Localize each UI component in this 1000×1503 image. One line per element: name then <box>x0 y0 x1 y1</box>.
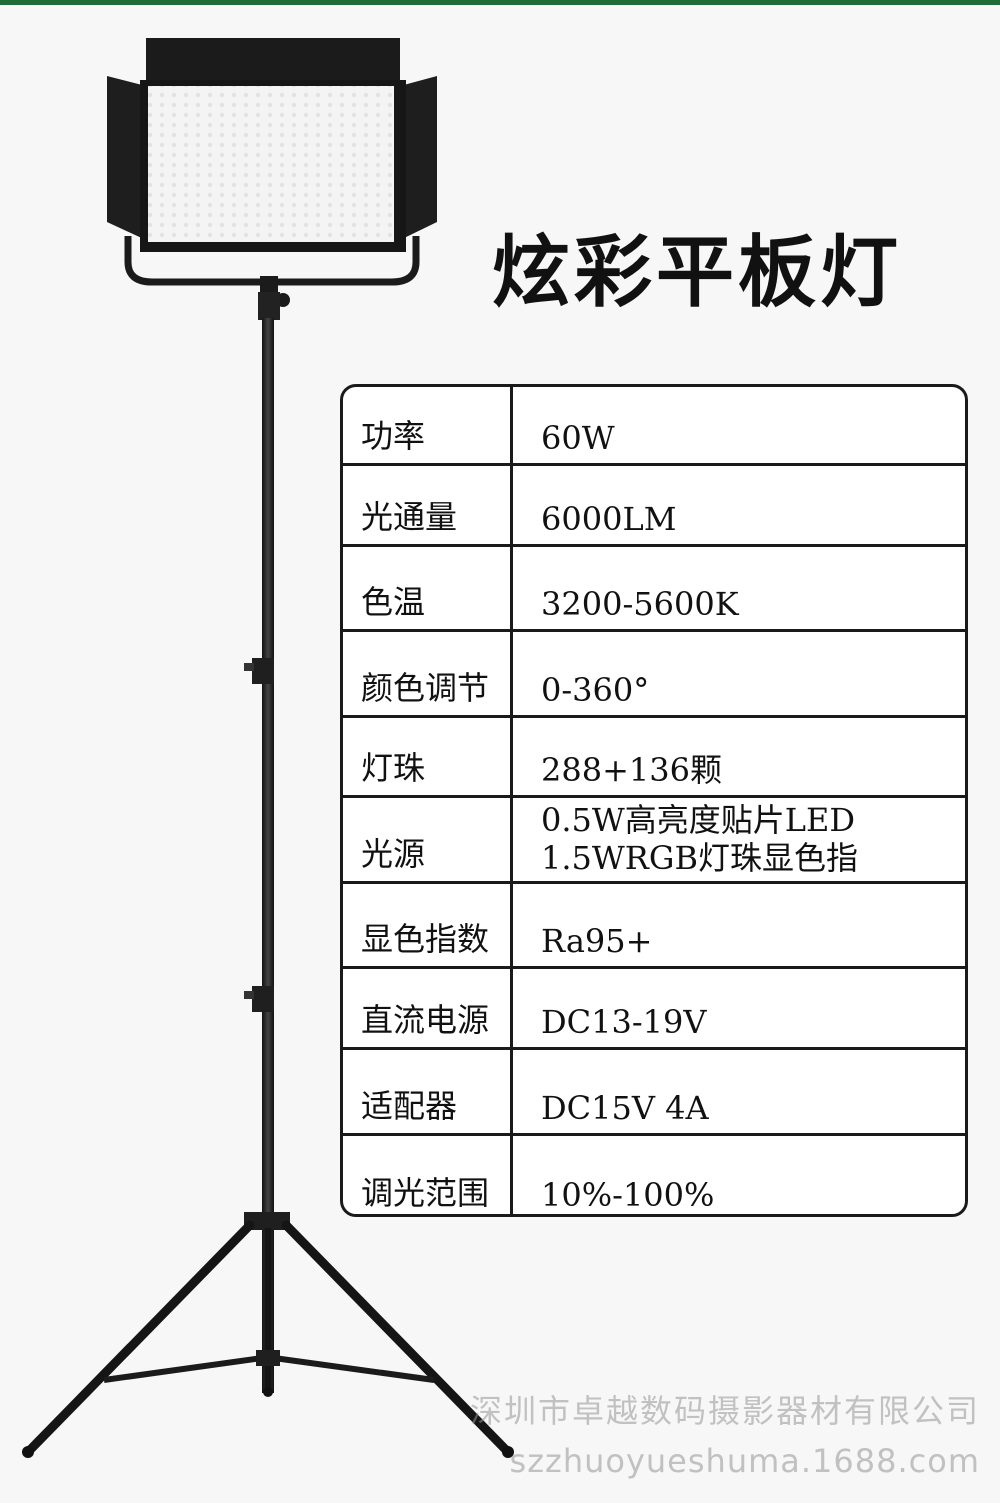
spec-value: DC13-19V <box>541 1003 707 1041</box>
spec-label: 颜色调节 <box>361 669 490 707</box>
spec-value: 10%-100% <box>541 1176 715 1214</box>
spec-value: DC15V 4A <box>541 1089 709 1127</box>
spec-row-color-rendering-index: 显色指数 Ra95+ <box>343 881 965 966</box>
spec-row-color-temperature: 色温 3200-5600K <box>343 544 965 629</box>
spec-row-dc-power: 直流电源 DC13-19V <box>343 966 965 1047</box>
spec-value: 0-360° <box>541 671 650 709</box>
spec-row-light-source: 光源 0.5W高亮度贴片LED 1.5WRGB灯珠显色指 <box>343 795 965 881</box>
spec-row-luminous-flux: 光通量 6000LM <box>343 463 965 544</box>
spec-label: 光源 <box>361 835 426 873</box>
spec-table-column-divider <box>510 387 513 1214</box>
spec-label: 功率 <box>361 417 426 455</box>
spec-row-led-beads: 灯珠 288+136颗 <box>343 715 965 795</box>
spec-value: Ra95+ <box>541 922 653 960</box>
spec-label: 显色指数 <box>361 920 490 958</box>
spec-row-dimming-range: 调光范围 10%-100% <box>343 1133 965 1214</box>
spec-label: 光通量 <box>361 498 458 536</box>
spec-value: 6000LM <box>541 500 677 538</box>
top-accent-bar <box>0 0 1000 5</box>
spec-value: 0.5W高亮度贴片LED 1.5WRGB灯珠显色指 <box>541 801 858 877</box>
spec-value: 288+136颗 <box>541 751 722 789</box>
spec-label: 直流电源 <box>361 1001 490 1039</box>
watermark-company: 深圳市卓越数码摄影器材有限公司 <box>469 1392 980 1430</box>
led-panel-light-illustration <box>22 38 514 1458</box>
spec-row-adapter: 适配器 DC15V 4A <box>343 1047 965 1133</box>
spec-row-color-adjustment: 颜色调节 0-360° <box>343 629 965 715</box>
product-title: 炫彩平板灯 <box>492 227 903 318</box>
spec-label: 适配器 <box>361 1087 458 1125</box>
spec-label: 调光范围 <box>361 1174 490 1212</box>
spec-value: 60W <box>541 419 615 457</box>
spec-label: 灯珠 <box>361 749 426 787</box>
watermark-url: szzhuoyueshuma.1688.com <box>509 1442 980 1480</box>
spec-label: 色温 <box>361 583 426 621</box>
spec-table: 功率 60W 光通量 6000LM 色温 3200-5600K 颜色调节 0-3… <box>340 384 968 1217</box>
spec-row-power: 功率 60W <box>343 387 965 463</box>
spec-value: 3200-5600K <box>541 585 739 623</box>
